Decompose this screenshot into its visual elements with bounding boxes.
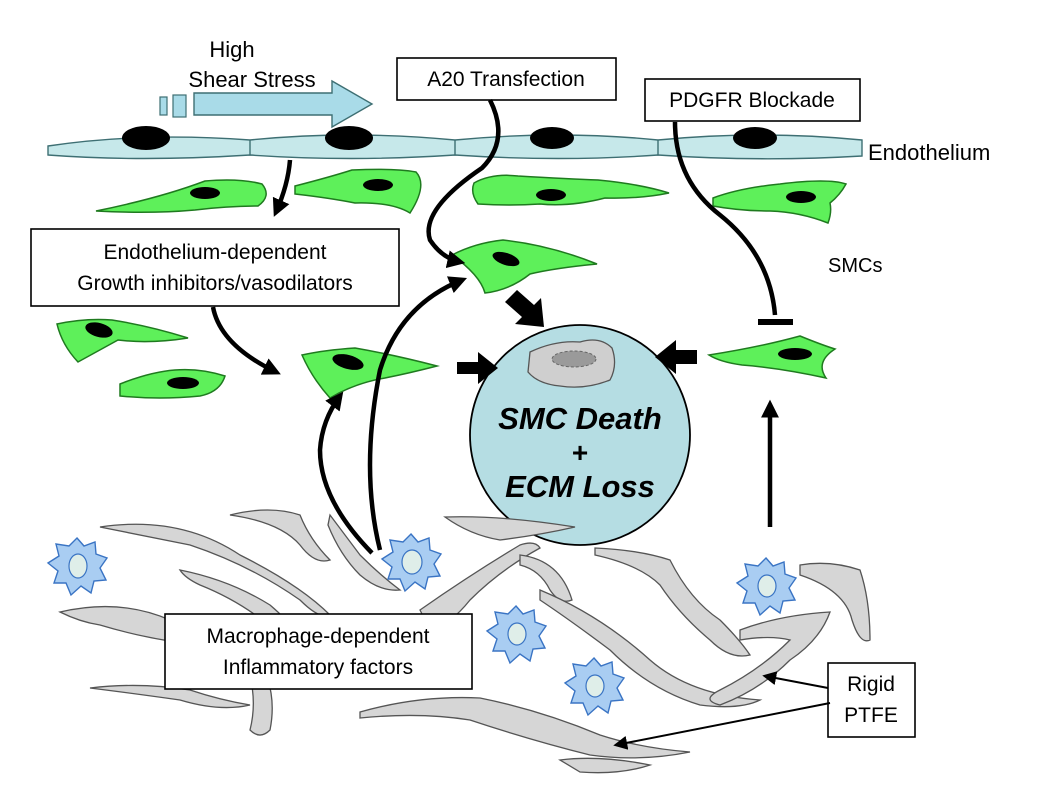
macrophage [735, 556, 798, 617]
rigid-ptfe-pointer [762, 671, 829, 689]
rigid-ptfe-line1: Rigid [847, 673, 895, 696]
center-line3: ECM Loss [505, 469, 655, 504]
ptfe-fiber [229, 509, 332, 562]
center-line1: SMC Death [498, 401, 662, 436]
pdgfr-label: PDGFR Blockade [669, 89, 835, 112]
ptfe-fiber [327, 513, 402, 591]
rigid-ptfe-box [827, 662, 916, 738]
smc-cell [300, 347, 440, 399]
smc-cell [56, 318, 189, 363]
pdgfr-box [644, 78, 861, 122]
macrophage [380, 532, 443, 593]
macrophage [563, 656, 626, 717]
endothelium-dependent-box [30, 228, 400, 307]
smc-cell [95, 179, 267, 214]
smc-cell [712, 180, 848, 224]
smcs-label: SMCs [828, 255, 882, 277]
shear-stress-arrow [159, 79, 374, 129]
endothelium-dependent-line1: Endothelium-dependent [103, 241, 326, 264]
block-arrows [457, 290, 697, 384]
smc-cell [294, 168, 422, 215]
center-line2: + [572, 437, 588, 468]
smc-cell [706, 335, 837, 380]
ptfe-fiber [594, 547, 752, 657]
endothelium-dependent-line2: Growth inhibitors/vasodilators [77, 272, 352, 295]
smc-cell [119, 368, 226, 399]
rigid-ptfe-pointer [613, 702, 831, 750]
shear-label-line1: High [209, 37, 254, 62]
ptfe-fiber [539, 589, 763, 708]
ptfe-fiber [558, 757, 653, 774]
smc-cell [450, 239, 598, 294]
macrophage-dependent-line2: Inflammatory factors [223, 656, 413, 679]
macrophage-dependent-line1: Macrophage-dependent [206, 625, 429, 648]
a20-box [396, 57, 617, 101]
ptfe-fiber [799, 562, 871, 642]
ptfe-fiber [443, 516, 576, 541]
ptfe-fiber [419, 542, 541, 631]
rigid-ptfe-line2: PTFE [844, 704, 898, 727]
endothelium-label: Endothelium [868, 140, 990, 165]
macrophage-dependent-box [164, 613, 473, 690]
ptfe-fiber [89, 684, 251, 709]
a20-label: A20 Transfection [427, 68, 585, 91]
smc-death-ecm-loss-circle [469, 324, 691, 546]
endothelium-layer [47, 126, 863, 160]
ptfe-fiber [359, 696, 691, 759]
smc-cell [471, 174, 670, 206]
shear-label-line2: Shear Stress [188, 67, 315, 92]
macrophage [485, 604, 548, 665]
pathway-arrows [210, 98, 793, 555]
ptfe-fiber [709, 611, 831, 706]
macrophage [46, 536, 109, 597]
